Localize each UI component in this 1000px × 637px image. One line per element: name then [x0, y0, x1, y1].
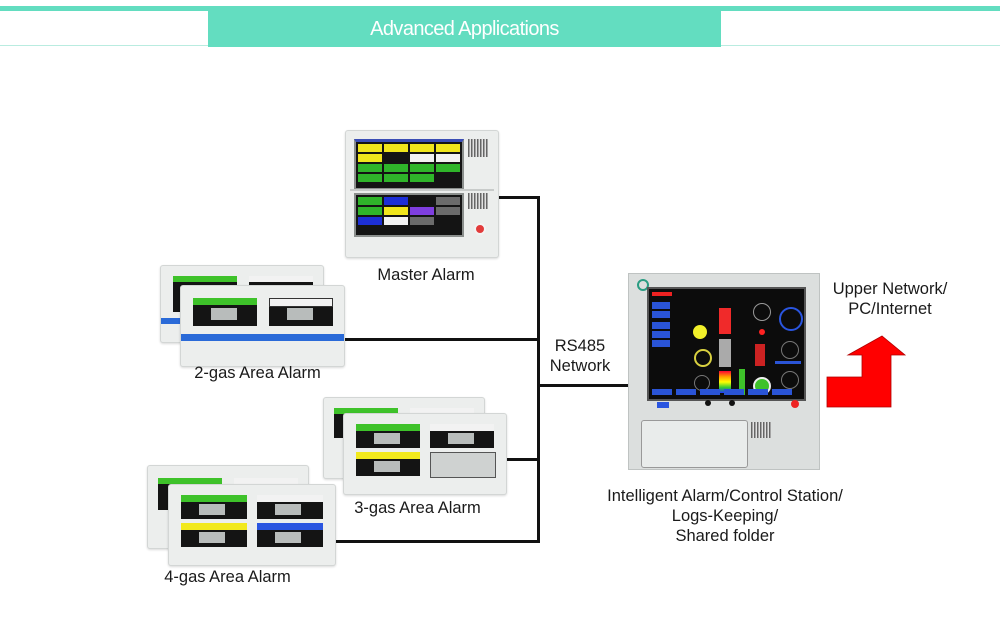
rs485-network-label: RS485 Network: [549, 337, 611, 375]
master-alarm-device[interactable]: [345, 130, 499, 258]
header-top-rule: [0, 6, 1000, 11]
knob-icon[interactable]: [705, 400, 711, 406]
master-alarm-panel-bottom: [354, 193, 464, 237]
knob-icon[interactable]: [729, 400, 735, 406]
wire-4gas-alarm: [335, 540, 540, 543]
master-alarm-label: Master Alarm: [377, 266, 475, 284]
2gas-alarm-device[interactable]: [180, 285, 345, 367]
rs485-bus-vertical: [537, 196, 540, 543]
speaker-grille-icon: [468, 193, 488, 209]
page-title: Advanced Applications: [208, 11, 721, 47]
wire-3gas-alarm: [505, 458, 540, 461]
master-alarm-panel-top: [354, 139, 464, 190]
2gas-alarm-label: 2-gas Area Alarm: [194, 364, 321, 382]
mute-button[interactable]: [474, 223, 486, 235]
3gas-alarm-device[interactable]: [343, 413, 507, 495]
wire-station: [537, 384, 629, 387]
4gas-alarm-label: 4-gas Area Alarm: [164, 568, 291, 586]
upper-network-label: Upper Network/ PC/Internet: [832, 280, 948, 318]
control-station-label: Intelligent Alarm/Control Station/ Logs-…: [607, 487, 843, 545]
3gas-alarm-label: 3-gas Area Alarm: [354, 499, 481, 517]
control-station-device[interactable]: [628, 273, 820, 470]
wire-2gas-alarm: [342, 338, 540, 341]
vent-grille-icon: [751, 422, 771, 438]
logo-icon: [637, 279, 649, 291]
divider: [350, 189, 494, 191]
blue-stripe: [181, 334, 344, 341]
4gas-alarm-device[interactable]: [168, 484, 336, 566]
station-screen: [647, 287, 806, 401]
upper-network-arrow-icon: [826, 335, 907, 408]
power-button[interactable]: [791, 400, 799, 408]
io-module: [641, 420, 748, 468]
speaker-grille-icon: [468, 139, 488, 157]
wire-master-alarm: [498, 196, 540, 199]
usb-port-icon: [657, 402, 669, 408]
